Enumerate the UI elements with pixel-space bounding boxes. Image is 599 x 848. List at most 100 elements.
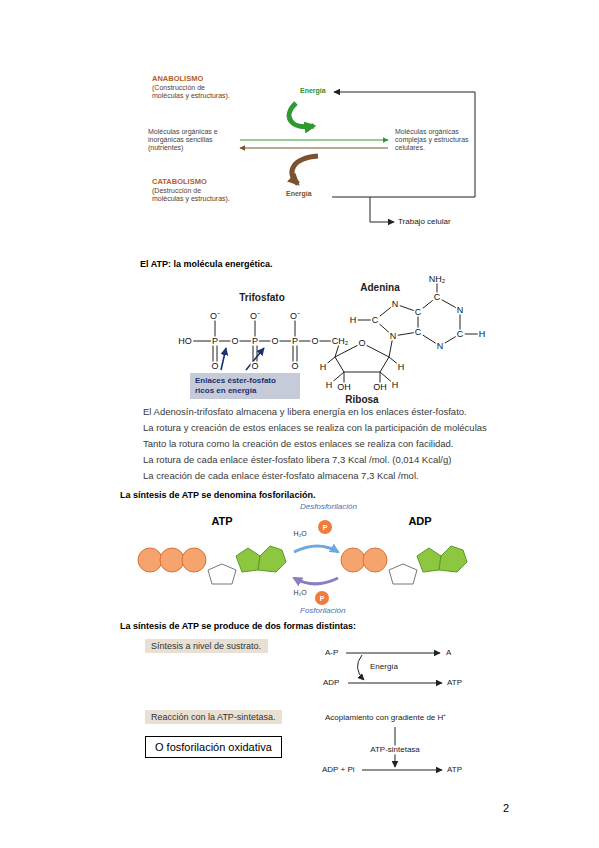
atom-symbol: C bbox=[371, 316, 380, 325]
atp-adp-illustration-part-part bbox=[138, 548, 162, 572]
diagram-label: Energía bbox=[370, 662, 398, 671]
box-text: Síntesis a nivel de sustrato. bbox=[151, 641, 262, 651]
atom-symbol: O⁻ bbox=[209, 312, 221, 321]
atom-symbol: O bbox=[270, 337, 279, 346]
diagram-label: ADP + Pi bbox=[322, 765, 355, 774]
metabolism-arrows-part bbox=[240, 139, 388, 140]
diagram-label: Adenina bbox=[360, 282, 399, 294]
atom-symbol: O bbox=[310, 337, 319, 346]
diagram-label: Fosforilación bbox=[300, 606, 345, 615]
atom-symbol: P bbox=[251, 337, 259, 346]
metabolism-arrows-part bbox=[240, 147, 388, 148]
atp-adp-illustration-part bbox=[318, 520, 332, 534]
atp-adp-illustration-part bbox=[294, 578, 338, 584]
diagram-label: ATP-sintetasa bbox=[368, 745, 422, 754]
atom-symbol: C bbox=[456, 330, 465, 339]
method-box: Reacción con la ATP-sintetasa. bbox=[145, 710, 282, 724]
section-heading: La síntesis de ATP se produce de dos for… bbox=[120, 621, 356, 631]
reaction-arrows bbox=[346, 653, 442, 770]
diagram-label: Trifosfato bbox=[239, 292, 285, 304]
reaction-arrows-part bbox=[362, 770, 442, 771]
body-text: Tanto la rotura como la creación de esto… bbox=[143, 439, 454, 450]
atom-symbol: H bbox=[397, 363, 406, 372]
diagram-label: P bbox=[320, 595, 325, 602]
atom-symbol: P bbox=[211, 337, 219, 346]
atp-adp-illustration-part-part bbox=[208, 564, 236, 584]
body-text: La rotura y creación de estos enlaces se… bbox=[143, 423, 487, 434]
diagram-label: ATP bbox=[447, 765, 462, 774]
atom-symbol: H bbox=[325, 381, 334, 390]
atom-symbol: O bbox=[210, 362, 219, 371]
metabolism-arrows bbox=[240, 92, 475, 222]
diagram-label: CATABOLISMO bbox=[152, 178, 207, 187]
box-text: Enlaces éster-fosfato ricos en energía bbox=[195, 376, 295, 395]
atp-adp-illustration-part-part bbox=[417, 548, 441, 572]
atp-structure-part bbox=[246, 348, 264, 370]
method-box: Síntesis a nivel de sustrato. bbox=[145, 639, 268, 653]
atom-symbol: O bbox=[230, 337, 239, 346]
atp-adp-illustration-part bbox=[294, 546, 338, 552]
atp-adp-illustration-part bbox=[208, 564, 417, 584]
body-text: El Adenosín-trifosfato almacena y libera… bbox=[143, 407, 467, 418]
atp-adp-illustration-part bbox=[236, 546, 467, 572]
diagram-label: ADP bbox=[323, 678, 339, 687]
atom-symbol: O bbox=[250, 362, 259, 371]
diagram-label: (Destrucción de moléculas y estructuras)… bbox=[152, 187, 232, 203]
atom-symbol: N bbox=[391, 300, 400, 309]
diagram-label: Energía bbox=[300, 87, 326, 95]
atp-structure-part bbox=[418, 297, 460, 346]
diagram-label: ATP bbox=[447, 678, 462, 687]
callout-box: Enlaces éster-fosfato ricos en energía bbox=[190, 373, 300, 399]
section-heading: La síntesis de ATP se denomina fosforila… bbox=[120, 490, 315, 500]
diagram-label: Moléculas orgánicas complejas y estructu… bbox=[395, 128, 481, 152]
diagram-label: Acoplamiento con gradiente de H⁺ bbox=[325, 713, 446, 722]
diagram-label: ATP bbox=[211, 515, 232, 528]
box-text: O fosforilación oxidativa bbox=[155, 741, 272, 753]
atom-symbol: H bbox=[391, 381, 400, 390]
atom-symbol: HO bbox=[177, 337, 193, 346]
metabolism-arrows-part bbox=[289, 103, 314, 127]
reaction-arrows-part bbox=[348, 683, 442, 684]
atom-symbol: C bbox=[414, 308, 423, 317]
body-text: La creación de cada enlace éster-fosfato… bbox=[143, 471, 419, 482]
atom-symbol: O⁻ bbox=[249, 312, 261, 321]
atp-adp-illustration bbox=[138, 520, 467, 605]
diagram-label: Moléculas orgánicas e inorgánicas sencil… bbox=[148, 128, 234, 152]
atom-symbol: Ribosa bbox=[345, 394, 378, 406]
method-box: O fosforilación oxidativa bbox=[145, 736, 282, 758]
diagram-label: A bbox=[446, 648, 451, 657]
atom-symbol: P bbox=[291, 337, 299, 346]
diagram-label: NH₂ bbox=[428, 275, 447, 284]
atp-adp-illustration-part-part bbox=[258, 546, 286, 572]
atp-adp-illustration-part-part bbox=[341, 548, 365, 572]
atom-symbol: O bbox=[290, 362, 299, 371]
diagram-label: H₂O bbox=[293, 530, 306, 538]
atp-adp-illustration-part-part bbox=[389, 564, 417, 584]
atom-symbol: OH bbox=[336, 383, 352, 392]
reaction-arrows-part bbox=[357, 655, 364, 680]
diagram-label: A-P bbox=[325, 648, 338, 657]
reaction-arrows-part bbox=[346, 653, 440, 654]
page-number: 2 bbox=[503, 802, 509, 815]
atp-structure bbox=[185, 281, 480, 386]
atp-adp-illustration-part-part bbox=[236, 548, 260, 572]
diagram-label: ADP bbox=[408, 515, 431, 528]
diagram-label: Trabajo celular bbox=[398, 217, 451, 226]
section-heading: El ATP: la molécula energética. bbox=[140, 259, 273, 269]
metabolism-arrows-part bbox=[292, 156, 318, 184]
atom-symbol: O⁻ bbox=[289, 312, 301, 321]
metabolism-arrows-part bbox=[370, 197, 394, 222]
atom-symbol: H bbox=[349, 316, 358, 325]
diagram-label: H₂O bbox=[293, 589, 306, 597]
atp-adp-illustration-part bbox=[315, 591, 329, 605]
atom-symbol: O bbox=[357, 339, 366, 348]
atom-symbol: C bbox=[433, 293, 442, 302]
atom-symbol: H bbox=[478, 330, 487, 339]
atom-symbol: OH bbox=[372, 383, 388, 392]
diagram-label: Energía bbox=[286, 190, 312, 198]
atp-adp-illustration-part-part bbox=[439, 546, 467, 572]
atp-structure-part bbox=[221, 348, 226, 370]
atom-symbol: N bbox=[456, 306, 465, 315]
atom-symbol: N bbox=[389, 332, 398, 341]
diagram-label: (Construcción de moléculas y estructuras… bbox=[152, 84, 232, 100]
